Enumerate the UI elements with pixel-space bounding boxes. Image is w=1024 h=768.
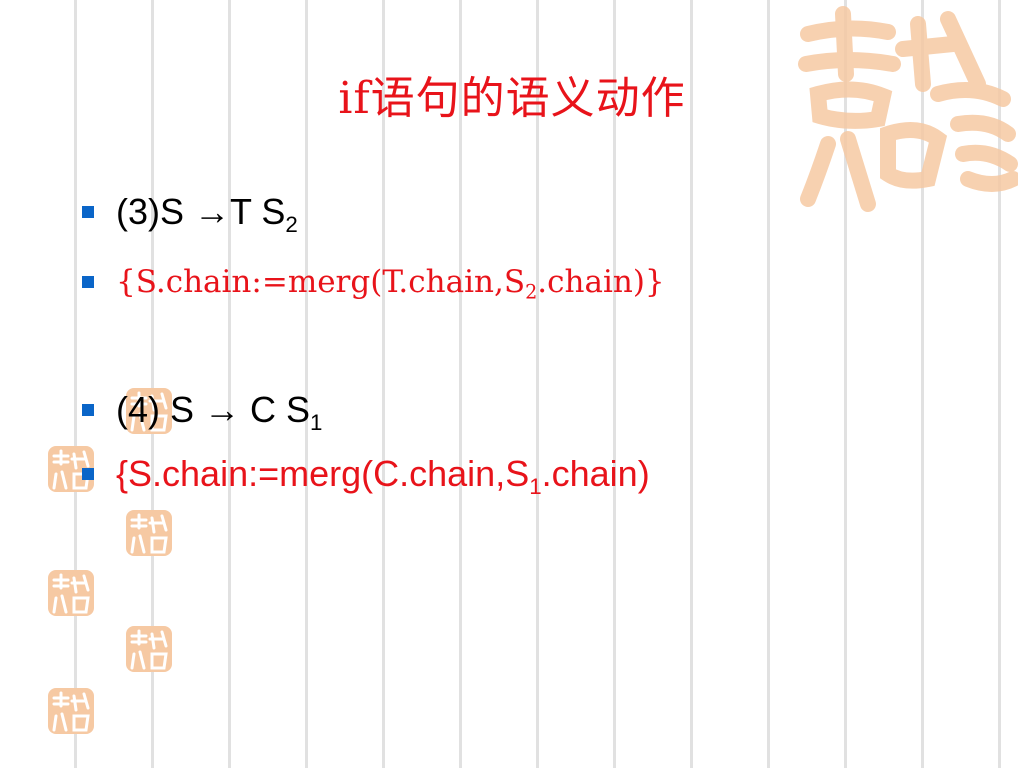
decorative-stamp bbox=[126, 388, 172, 434]
bullet-square-icon bbox=[82, 468, 94, 480]
bullet-square-icon bbox=[82, 404, 94, 416]
list-item: (4) S → C S1 bbox=[82, 386, 322, 434]
production-rule-4: (4) S → C S1 bbox=[116, 389, 323, 435]
slide-title: if语句的语义动作 bbox=[338, 73, 686, 124]
list-item: {S.chain:=merg(T.chain,S2.chain)} bbox=[82, 258, 665, 306]
bullet-square-icon bbox=[82, 206, 94, 218]
decorative-stamp bbox=[126, 626, 172, 672]
semantic-action-3: {S.chain:=merg(T.chain,S2.chain)} bbox=[116, 264, 665, 304]
production-rule-3: (3)S →T S2 bbox=[116, 191, 298, 237]
decorative-seal-large bbox=[798, 6, 1018, 212]
decorative-stamp bbox=[48, 688, 94, 734]
decorative-stamp bbox=[48, 570, 94, 616]
bullet-square-icon bbox=[82, 276, 94, 288]
list-item: (3)S →T S2 bbox=[82, 188, 298, 236]
semantic-action-4: {S.chain:=merg(C.chain,S1.chain) bbox=[116, 453, 650, 499]
list-item: {S.chain:=merg(C.chain,S1.chain) bbox=[82, 450, 650, 498]
decorative-stamp bbox=[126, 510, 172, 556]
decorative-stamp bbox=[48, 446, 94, 492]
